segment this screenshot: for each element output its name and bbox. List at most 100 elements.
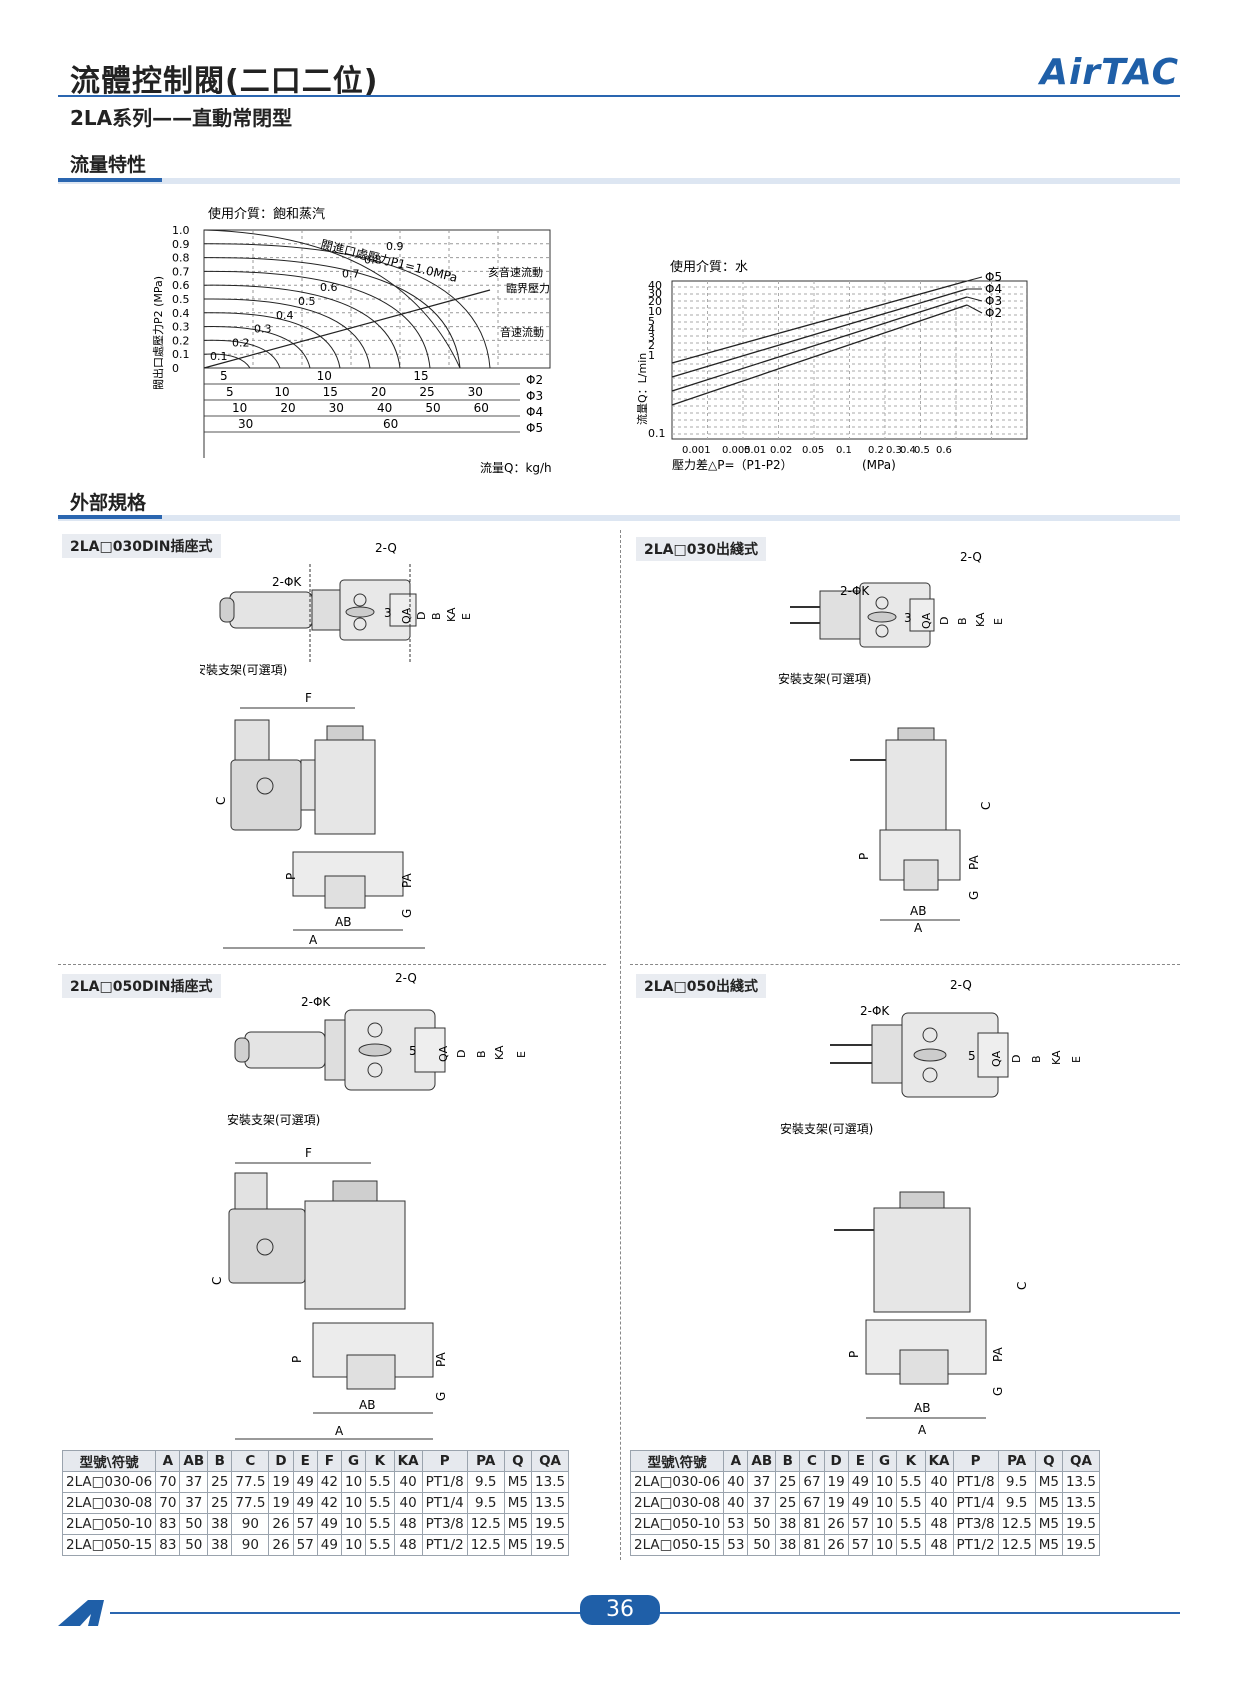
drawing-050din-side: F C P PA G AB A — [210, 1146, 448, 1440]
svg-text:C: C — [210, 1277, 224, 1285]
q-label: 2-Q — [375, 541, 397, 555]
svg-text:KA: KA — [1050, 1050, 1063, 1065]
chart2-series-line — [671, 288, 968, 378]
table-cell: PT1/2 — [421, 1534, 468, 1556]
table-cell: 10 — [871, 1492, 898, 1514]
chart1-ytick: 1.0 — [172, 224, 190, 237]
chart2-series-label: Φ5 — [985, 270, 1002, 284]
drawing-label-050wire: 2LA□050出綫式 — [636, 974, 766, 998]
chart1-curve-label: 0.5 — [298, 295, 316, 308]
chart1-ytick: 0.7 — [172, 265, 190, 278]
table-cell: 2LA□030-08 — [61, 1492, 157, 1514]
chart1-ytick: 0.1 — [172, 348, 190, 361]
table-cell: 42 — [316, 1471, 342, 1493]
chart1-ytick: 0.3 — [172, 321, 190, 334]
divider-right — [630, 964, 1180, 965]
table-cell: 2LA□050-10 — [61, 1513, 157, 1535]
svg-text:A: A — [335, 1424, 344, 1438]
drawing-label-050din: 2LA□050DIN插座式 — [62, 974, 221, 998]
page-number: 36 — [580, 1595, 660, 1625]
section-flow-title: 流量特性 — [70, 154, 147, 176]
svg-text:2-ΦK: 2-ΦK — [840, 584, 870, 598]
table-cell: 40 — [924, 1471, 954, 1493]
chart1-curve-label: 0.2 — [232, 336, 250, 349]
svg-text:AB: AB — [359, 1398, 375, 1412]
table-cell: 13.5 — [1061, 1492, 1101, 1514]
table-cell: 81 — [799, 1513, 825, 1535]
table-cell: 25 — [207, 1492, 233, 1514]
drawing-030din-top: 3 2-ΦK 2-Q QA D B KA E 安裝支架(可選項) — [200, 541, 473, 677]
steam-flow-chart: 使用介質：飽和蒸汽 閥出口處壓力P2 (MPa) 1.00.90.80.70.6… — [151, 206, 552, 475]
chart1-xtick: 20 — [280, 401, 295, 415]
table-header: B — [207, 1450, 233, 1472]
svg-text:5: 5 — [968, 1049, 976, 1063]
table-cell: 9.5 — [466, 1471, 505, 1493]
table-header: P — [952, 1450, 999, 1472]
drawing-label-030din: 2LA□030DIN插座式 — [62, 534, 221, 558]
table-cell: 2LA□050-15 — [629, 1534, 725, 1556]
chart1-curve — [203, 243, 491, 369]
table-cell: 2LA□050-15 — [61, 1534, 157, 1556]
svg-text:B: B — [956, 617, 969, 625]
table-cell: 5.5 — [896, 1513, 926, 1535]
table-cell: 19 — [823, 1492, 849, 1514]
table-header: G — [871, 1450, 898, 1472]
table-header: D — [823, 1450, 849, 1472]
table-header: 型號\符號 — [61, 1450, 157, 1472]
table-cell: 2LA□030-06 — [629, 1471, 725, 1493]
chart1-medium: 使用介質：飽和蒸汽 — [208, 206, 325, 222]
svg-text:PA: PA — [400, 873, 414, 888]
svg-text:D: D — [938, 617, 951, 625]
chart1-critical: 臨界壓力 — [506, 282, 550, 295]
table-cell: 50 — [179, 1513, 209, 1535]
table-cell: M5 — [503, 1534, 533, 1556]
table-header: AB — [179, 1450, 209, 1472]
table-cell: M5 — [1034, 1471, 1063, 1493]
chart1-xtick: 10 — [317, 369, 332, 383]
chart1-xrow-name: Φ2 — [526, 373, 543, 387]
chart2-xtick: 0.5 — [914, 445, 930, 456]
svg-text:QA: QA — [400, 607, 413, 624]
table-cell: 25 — [207, 1471, 233, 1493]
svg-text:B: B — [430, 612, 443, 620]
table-cell: 70 — [155, 1471, 181, 1493]
svg-text:E: E — [992, 618, 1005, 625]
table-cell: 49 — [316, 1534, 342, 1556]
svg-text:PA: PA — [991, 1347, 1005, 1362]
table-cell: 26 — [823, 1534, 849, 1556]
chart1-ytick: 0.8 — [172, 252, 190, 265]
table-cell: 53 — [723, 1534, 749, 1556]
table-header: B — [775, 1450, 801, 1472]
svg-text:KA: KA — [974, 612, 987, 627]
chart1-xtick: 40 — [377, 401, 392, 415]
table-cell: 49 — [292, 1492, 318, 1514]
table-cell: PT1/4 — [952, 1492, 999, 1514]
table-cell: 48 — [393, 1513, 423, 1535]
chart1-xlabel: 流量Q：kg/h — [480, 461, 552, 475]
table-cell: 10 — [340, 1492, 367, 1514]
table-cell: 5.5 — [365, 1513, 395, 1535]
table-cell: 19.5 — [1061, 1513, 1101, 1535]
chart1-curve — [203, 326, 311, 369]
chart1-curve — [203, 298, 371, 369]
chart1-xtick: 15 — [323, 385, 338, 399]
section-external-bar — [58, 515, 162, 519]
table-cell: PT3/8 — [952, 1513, 999, 1535]
table-cell: 10 — [340, 1513, 367, 1535]
chart2-series-line — [671, 304, 968, 406]
table-cell: M5 — [503, 1513, 533, 1535]
table-cell: 26 — [268, 1534, 294, 1556]
table-header: K — [365, 1450, 395, 1472]
table-cell: 77.5 — [231, 1492, 270, 1514]
table-cell: 19.5 — [531, 1513, 570, 1535]
table-cell: M5 — [503, 1492, 533, 1514]
table-cell: 2LA□050-10 — [629, 1513, 725, 1535]
svg-text:QA: QA — [990, 1050, 1003, 1067]
chart1-curve-label: 0.6 — [320, 281, 338, 294]
divider-left — [58, 964, 606, 965]
svg-text:PA: PA — [967, 855, 981, 870]
